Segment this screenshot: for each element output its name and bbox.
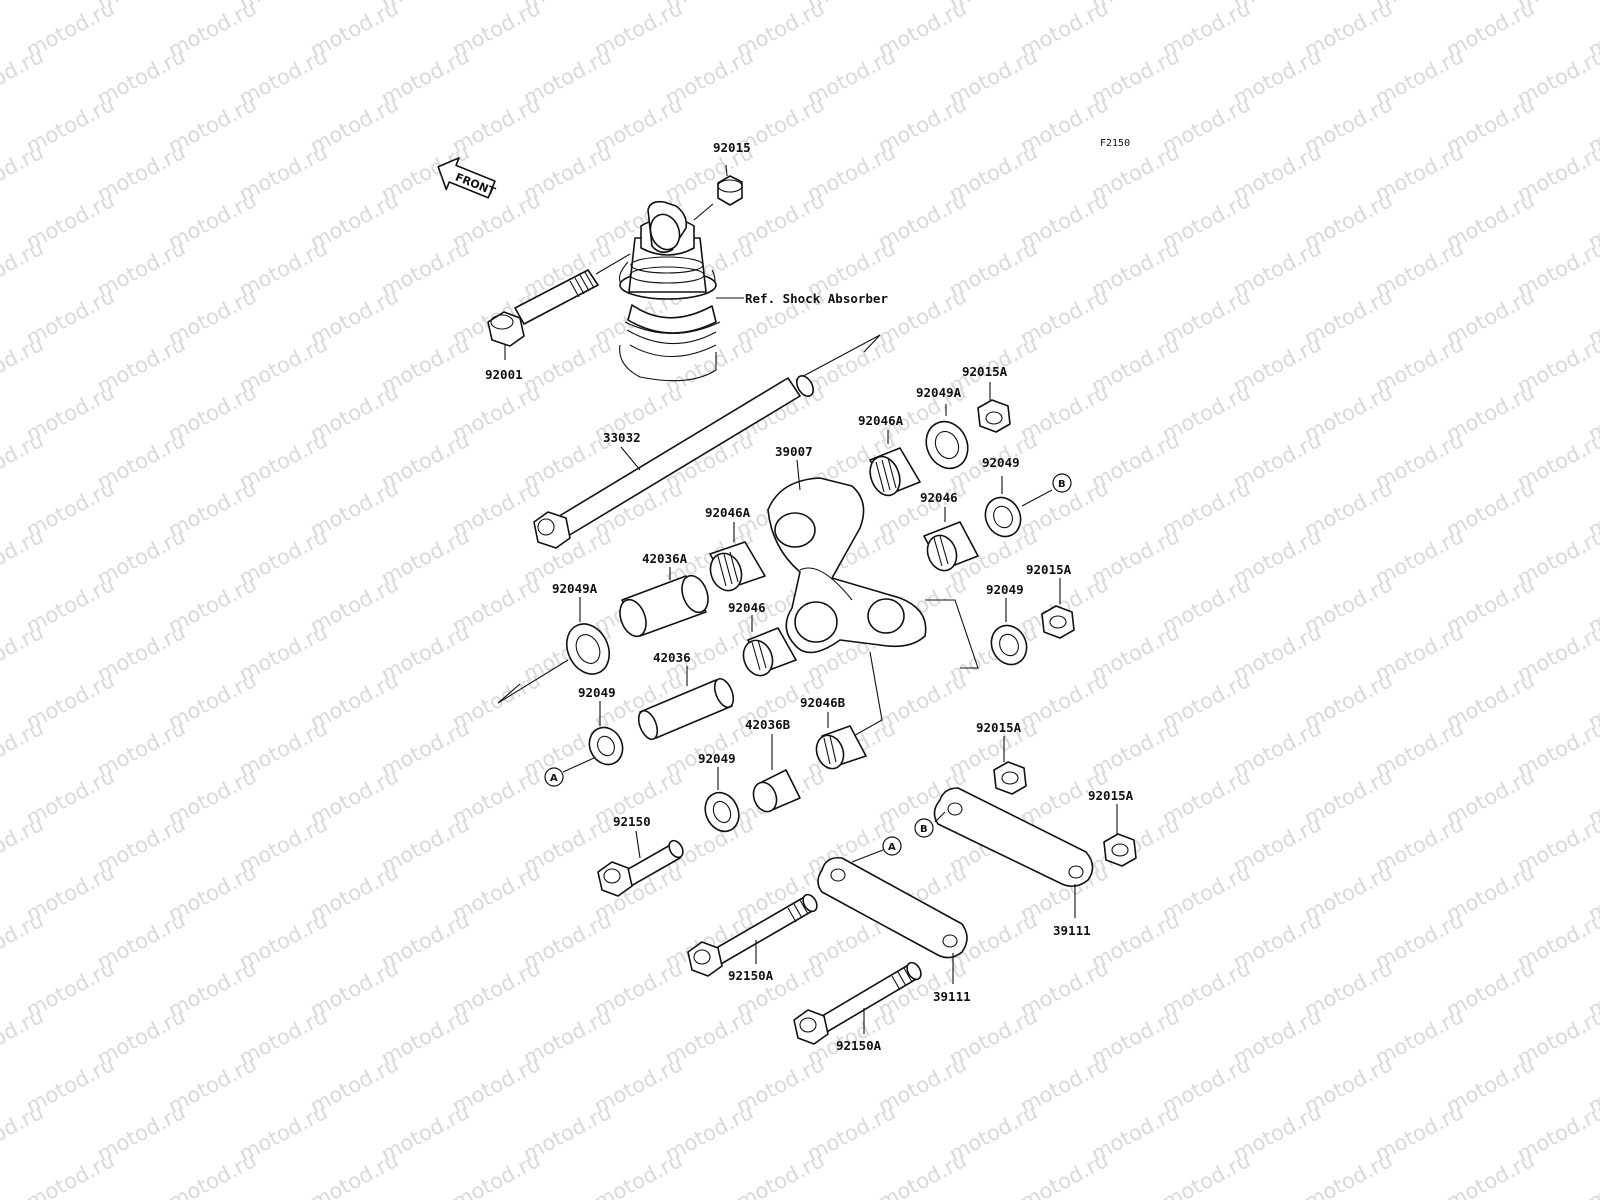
axis-line-lower-tip bbox=[497, 683, 521, 704]
label-92049-left: 92049 bbox=[578, 685, 616, 700]
ref-marker-A-lower: A bbox=[882, 836, 902, 856]
label-92049A-left: 92049A bbox=[552, 581, 598, 596]
ref-marker-A-left-label: A bbox=[550, 773, 558, 784]
seal-92049A-left bbox=[566, 623, 610, 675]
nut-92015A-top bbox=[977, 399, 1011, 433]
bearing-92046B bbox=[815, 725, 867, 770]
nut-92015A-far bbox=[1103, 833, 1137, 867]
label-92150A-lower: 92150A bbox=[836, 1038, 882, 1053]
label-39111-lower: 39111 bbox=[933, 989, 971, 1004]
bolt-92150A-lower bbox=[793, 961, 922, 1045]
ref-marker-B-lower: B bbox=[914, 818, 934, 838]
label-92046A-left: 92046A bbox=[705, 505, 751, 520]
seal-92049A-top bbox=[925, 420, 969, 470]
ref-marker-B-lower-label: B bbox=[920, 824, 928, 835]
bearing-92046-mid bbox=[742, 627, 797, 677]
label-39007: 39007 bbox=[775, 444, 813, 459]
tie-rod-39111-lower bbox=[817, 856, 968, 959]
shock-absorber bbox=[618, 200, 721, 382]
label-92015A-top: 92015A bbox=[962, 364, 1008, 379]
seal-92049-left bbox=[588, 726, 624, 766]
figure-code: F2150 bbox=[1100, 138, 1130, 149]
label-92015A-lower: 92015A bbox=[976, 720, 1022, 735]
nut-92015A-mid bbox=[1041, 605, 1075, 639]
ref-shock-absorber-note: Ref. Shock Absorber bbox=[745, 291, 888, 306]
tie-rod-39111-right bbox=[933, 787, 1094, 888]
collar-42036 bbox=[637, 677, 735, 741]
ref-marker-B-upper: B bbox=[1052, 473, 1072, 493]
label-92046A-top: 92046A bbox=[858, 413, 904, 428]
label-42036B: 42036B bbox=[745, 717, 791, 732]
label-92049-right-mid: 92049 bbox=[986, 582, 1024, 597]
seal-92049-right-mid bbox=[990, 624, 1028, 666]
label-92046B: 92046B bbox=[800, 695, 846, 710]
label-33032: 33032 bbox=[603, 430, 641, 445]
label-42036A: 42036A bbox=[642, 551, 688, 566]
label-92046-mid: 92046 bbox=[728, 600, 766, 615]
collar-42036B bbox=[752, 769, 801, 813]
bearing-92046-right bbox=[923, 521, 979, 572]
label-39111-right: 39111 bbox=[1053, 923, 1091, 938]
label-92049-right-top: 92049 bbox=[982, 455, 1020, 470]
nut-92015A-lower bbox=[993, 761, 1027, 795]
label-92046-right: 92046 bbox=[920, 490, 958, 505]
label-92150: 92150 bbox=[613, 814, 651, 829]
label-92150A-upper: 92150A bbox=[728, 968, 774, 983]
label-92049-lower: 92049 bbox=[698, 751, 736, 766]
collar-42036A bbox=[619, 574, 709, 638]
rocker-arm-39007 bbox=[767, 477, 927, 654]
label-92015: 92015 bbox=[713, 140, 751, 155]
ref-marker-A-left: A bbox=[544, 767, 564, 787]
axis-line-upper bbox=[795, 334, 881, 381]
label-92001: 92001 bbox=[485, 367, 523, 382]
nut-92015 bbox=[717, 175, 743, 206]
bolt-92001 bbox=[487, 269, 599, 347]
shaft-33032 bbox=[533, 375, 814, 549]
axis-line-lower bbox=[497, 659, 569, 704]
seal-92049-right-top bbox=[984, 496, 1022, 538]
ref-marker-B-upper-label: B bbox=[1058, 479, 1066, 490]
label-92049A-top: 92049A bbox=[916, 385, 962, 400]
label-92015A-far: 92015A bbox=[1088, 788, 1134, 803]
label-42036: 42036 bbox=[653, 650, 691, 665]
bearing-92046A-top bbox=[869, 447, 921, 497]
bearing-92046A-left bbox=[709, 541, 766, 592]
label-92015A-mid: 92015A bbox=[1026, 562, 1072, 577]
ref-marker-A-lower-label: A bbox=[888, 842, 896, 853]
bolt-92150 bbox=[597, 839, 684, 897]
bolt-92150A-upper bbox=[687, 893, 818, 977]
seal-92049-lower bbox=[704, 791, 740, 833]
